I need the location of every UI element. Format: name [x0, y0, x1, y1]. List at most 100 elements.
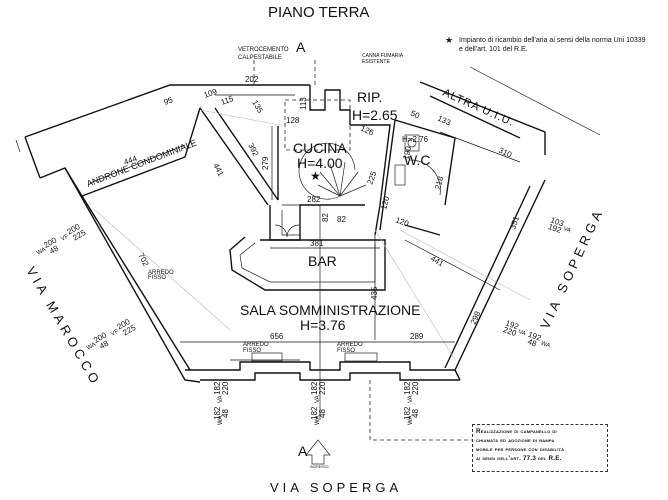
- svg-text:220: 220: [318, 381, 327, 395]
- dim-95: 95: [163, 95, 175, 107]
- svg-text:VA: VA: [408, 395, 414, 403]
- svg-text:182: 182: [213, 381, 222, 395]
- svg-text:192: 192: [547, 222, 563, 235]
- accessibility-line-1: Realizzazione di campanello di: [476, 428, 557, 435]
- svg-text:WA: WA: [36, 247, 47, 257]
- dim-218: 218: [433, 175, 445, 191]
- note-line-2: e dell'art. 101 del R.E.: [459, 46, 528, 53]
- svg-text:48: 48: [411, 409, 420, 418]
- construction-lines: [94, 109, 531, 420]
- dim-128: 128: [286, 116, 300, 125]
- svg-text:48: 48: [221, 409, 230, 418]
- opening-left-top: WA 200 48 VF 200 225: [36, 222, 88, 257]
- label-esistente: ESISTENTE: [362, 59, 390, 65]
- dim-289: 289: [410, 332, 424, 341]
- dim-441-right: 441: [429, 254, 446, 269]
- svg-text:220: 220: [411, 381, 420, 395]
- svg-text:INGRESSO: INGRESSO: [310, 465, 329, 469]
- label-androne: ANDRONE CONDOMINIALE: [85, 138, 198, 189]
- ventilation-star-icon: ★: [310, 169, 321, 183]
- opening-right-top: 103 192 VA: [547, 215, 572, 235]
- opening-bottom-2: WA 182 48 VA 182 220: [310, 381, 327, 425]
- svg-text:VF: VF: [60, 234, 70, 243]
- dim-441-left: 441: [211, 162, 225, 178]
- accessibility-note: Realizzazione di campanello di chiamata …: [472, 424, 608, 472]
- street-via-marocco: VIA MAROCCO: [23, 264, 104, 389]
- label-fisso-b1: FISSO: [243, 348, 261, 354]
- svg-text:VF: VF: [110, 329, 120, 338]
- dim-115: 115: [220, 94, 236, 107]
- room-wc-name: W.C: [404, 152, 430, 168]
- dim-82: 82: [337, 215, 346, 224]
- svg-text:VA: VA: [562, 226, 571, 234]
- svg-text:182: 182: [310, 381, 319, 395]
- section-mark-bottom: A: [298, 443, 308, 459]
- svg-text:VA: VA: [517, 329, 526, 337]
- room-bar-name: BAR: [308, 253, 337, 269]
- svg-text:220: 220: [502, 325, 518, 338]
- svg-text:220: 220: [221, 381, 230, 395]
- dim-133: 133: [436, 114, 452, 128]
- label-calpestabile: CALPESTABILE: [238, 55, 282, 61]
- section-mark-top: A: [296, 39, 306, 55]
- label-arredo-b2: ARREDO: [337, 342, 363, 348]
- dim-351: 351: [508, 215, 521, 231]
- note-line-1: Impianto di ricambio dell'aria ai sensi …: [459, 37, 646, 44]
- label-arredo-b1: ARREDO: [243, 342, 269, 348]
- spiral-staircase: [298, 142, 367, 200]
- label-vetrocemento: VETROCEMENTO: [238, 47, 289, 53]
- dimension-lines: [89, 94, 521, 361]
- label-fisso-b2: FISSO: [337, 348, 355, 354]
- doors: [274, 159, 441, 238]
- label-canna-fumaria: CANNA FUMARIA: [362, 53, 404, 59]
- plan-title: PIANO TERRA: [268, 4, 369, 21]
- accessibility-line-3: mobile per persone con disabilità: [476, 446, 565, 453]
- svg-text:WA: WA: [315, 416, 321, 425]
- label-arredo-left: ARREDO: [148, 270, 174, 276]
- label-altra-uiu: ALTRA U.I.U.: [441, 87, 516, 129]
- accessibility-line-2: chiamata ed adozione di rampa: [476, 437, 555, 444]
- svg-text:182: 182: [310, 406, 319, 420]
- room-cucina-name: CUCINA: [293, 140, 347, 156]
- svg-text:103: 103: [549, 215, 565, 228]
- fixed-furniture: [251, 352, 378, 362]
- svg-text:WA: WA: [86, 342, 97, 352]
- svg-text:VA: VA: [218, 395, 224, 403]
- svg-text:WA: WA: [218, 416, 224, 425]
- svg-text:192: 192: [504, 318, 520, 331]
- room-sala-height: H=3.76: [300, 317, 346, 333]
- accessibility-line-4: ai sensi dell'art. 77.3 del R.E.: [476, 455, 562, 462]
- svg-text:48: 48: [526, 337, 538, 349]
- room-wc-height: H=2.76: [402, 135, 429, 144]
- dashed-elements: [253, 60, 472, 441]
- dim-120: 120: [394, 215, 410, 228]
- opening-right-bottom: 192 220 VA 192 48 WA: [502, 318, 551, 350]
- svg-text:WA: WA: [540, 341, 551, 350]
- svg-text:WA: WA: [408, 416, 414, 425]
- dim-279: 279: [261, 156, 270, 170]
- dim-435: 435: [370, 286, 379, 300]
- opening-bottom-3: WA 182 48 VA 182 220: [403, 381, 420, 425]
- dim-82-vertical: 82: [321, 213, 330, 222]
- dim-113: 113: [299, 97, 308, 110]
- room-sala-name: SALA SOMMINISTRAZIONE: [240, 302, 420, 318]
- dim-381: 381: [310, 239, 324, 248]
- dim-202: 202: [245, 75, 259, 84]
- dim-120-vertical: 120: [379, 195, 391, 211]
- svg-text:182: 182: [403, 406, 412, 420]
- dim-190: 190: [401, 145, 413, 161]
- svg-text:VA: VA: [315, 395, 321, 403]
- svg-text:182: 182: [403, 381, 412, 395]
- dim-702: 702: [136, 252, 150, 268]
- dim-656: 656: [270, 332, 284, 341]
- dim-50: 50: [409, 109, 421, 121]
- svg-text:182: 182: [213, 406, 222, 420]
- entrance-arrow-icon: INGRESSO: [305, 439, 331, 469]
- label-fisso-left: FISSO: [148, 275, 166, 281]
- room-cucina-height: H=4.00: [297, 155, 343, 171]
- room-rip-name: RIP.: [357, 89, 382, 105]
- star-icon: ★: [445, 35, 454, 45]
- room-rip-height: H=2.65: [352, 107, 398, 123]
- dim-444: 444: [123, 154, 139, 167]
